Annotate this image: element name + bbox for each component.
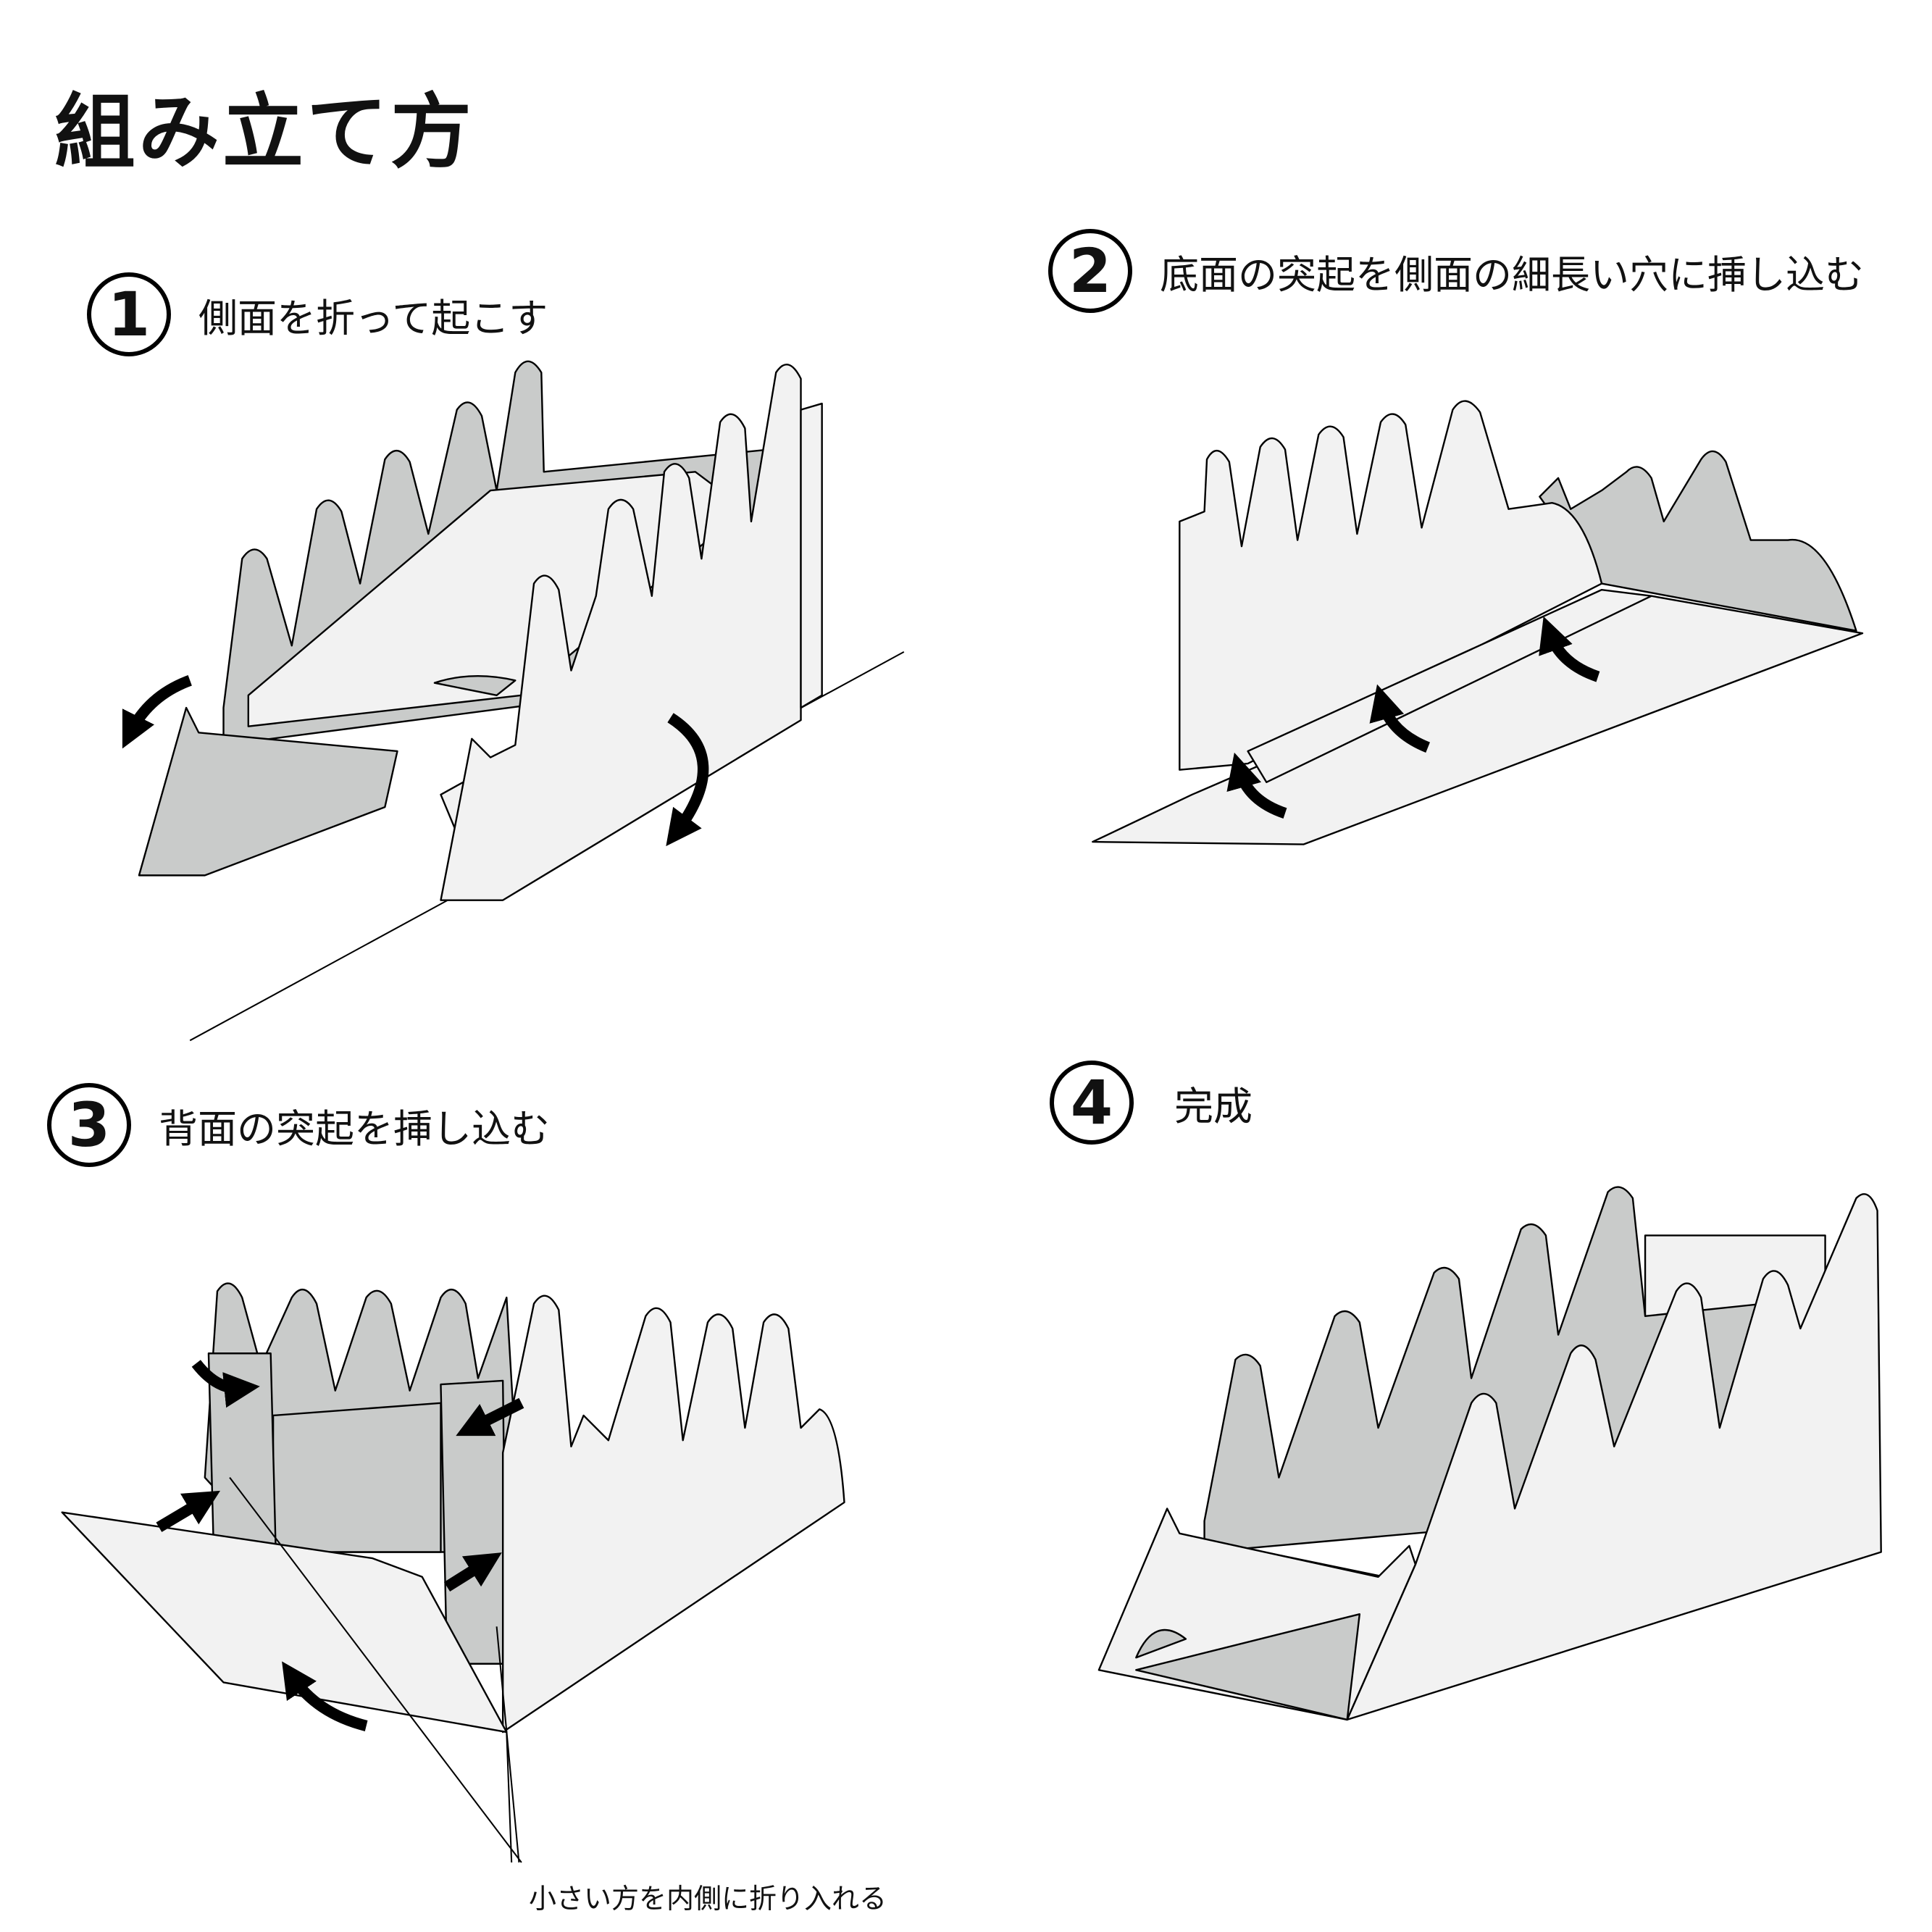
insert-arrow-icon <box>282 1661 368 1731</box>
step-2-heading: 2 底面の突起を側面の細長い穴に挿し込む <box>1048 229 1864 313</box>
fold-arrow-icon <box>456 1397 524 1437</box>
step-number-badge: 4 <box>1050 1061 1134 1145</box>
fold-note: 小さい方を内側に折り入れる <box>529 1883 887 1915</box>
step-3-heading: 3 背面の突起を挿し込む <box>47 1083 550 1167</box>
insert-arrow-icon <box>443 1552 502 1592</box>
step-number-badge: 1 <box>87 272 171 356</box>
step-4-heading: 4 完成 <box>1050 1061 1253 1145</box>
step-number-badge: 3 <box>47 1083 131 1167</box>
step-3-text: 背面の突起を挿し込む <box>159 1105 550 1152</box>
page-title: 組み立て方 <box>54 85 474 180</box>
insert-arrow-icon <box>156 1490 221 1532</box>
fold-arrow-icon <box>191 1360 260 1408</box>
step-4-illustration <box>1097 1186 1882 1721</box>
insert-arrow-icon <box>1226 752 1287 819</box>
step-4-text: 完成 <box>1174 1083 1253 1129</box>
step-1-illustration <box>122 360 905 1042</box>
insert-arrow-icon <box>1369 684 1431 753</box>
step-1-heading: 1 側面を折って起こす <box>87 272 548 356</box>
step-2-illustration <box>1092 400 1864 845</box>
step-1-text: 側面を折って起こす <box>198 295 548 341</box>
fold-arrow-icon <box>122 675 192 749</box>
step-2-text: 底面の突起を側面の細長い穴に挿し込む <box>1160 251 1864 298</box>
insert-arrow-icon <box>1539 616 1600 682</box>
step-3-illustration <box>61 1282 845 1863</box>
fold-arrow-icon <box>666 713 709 847</box>
step-number-badge: 2 <box>1048 229 1132 313</box>
